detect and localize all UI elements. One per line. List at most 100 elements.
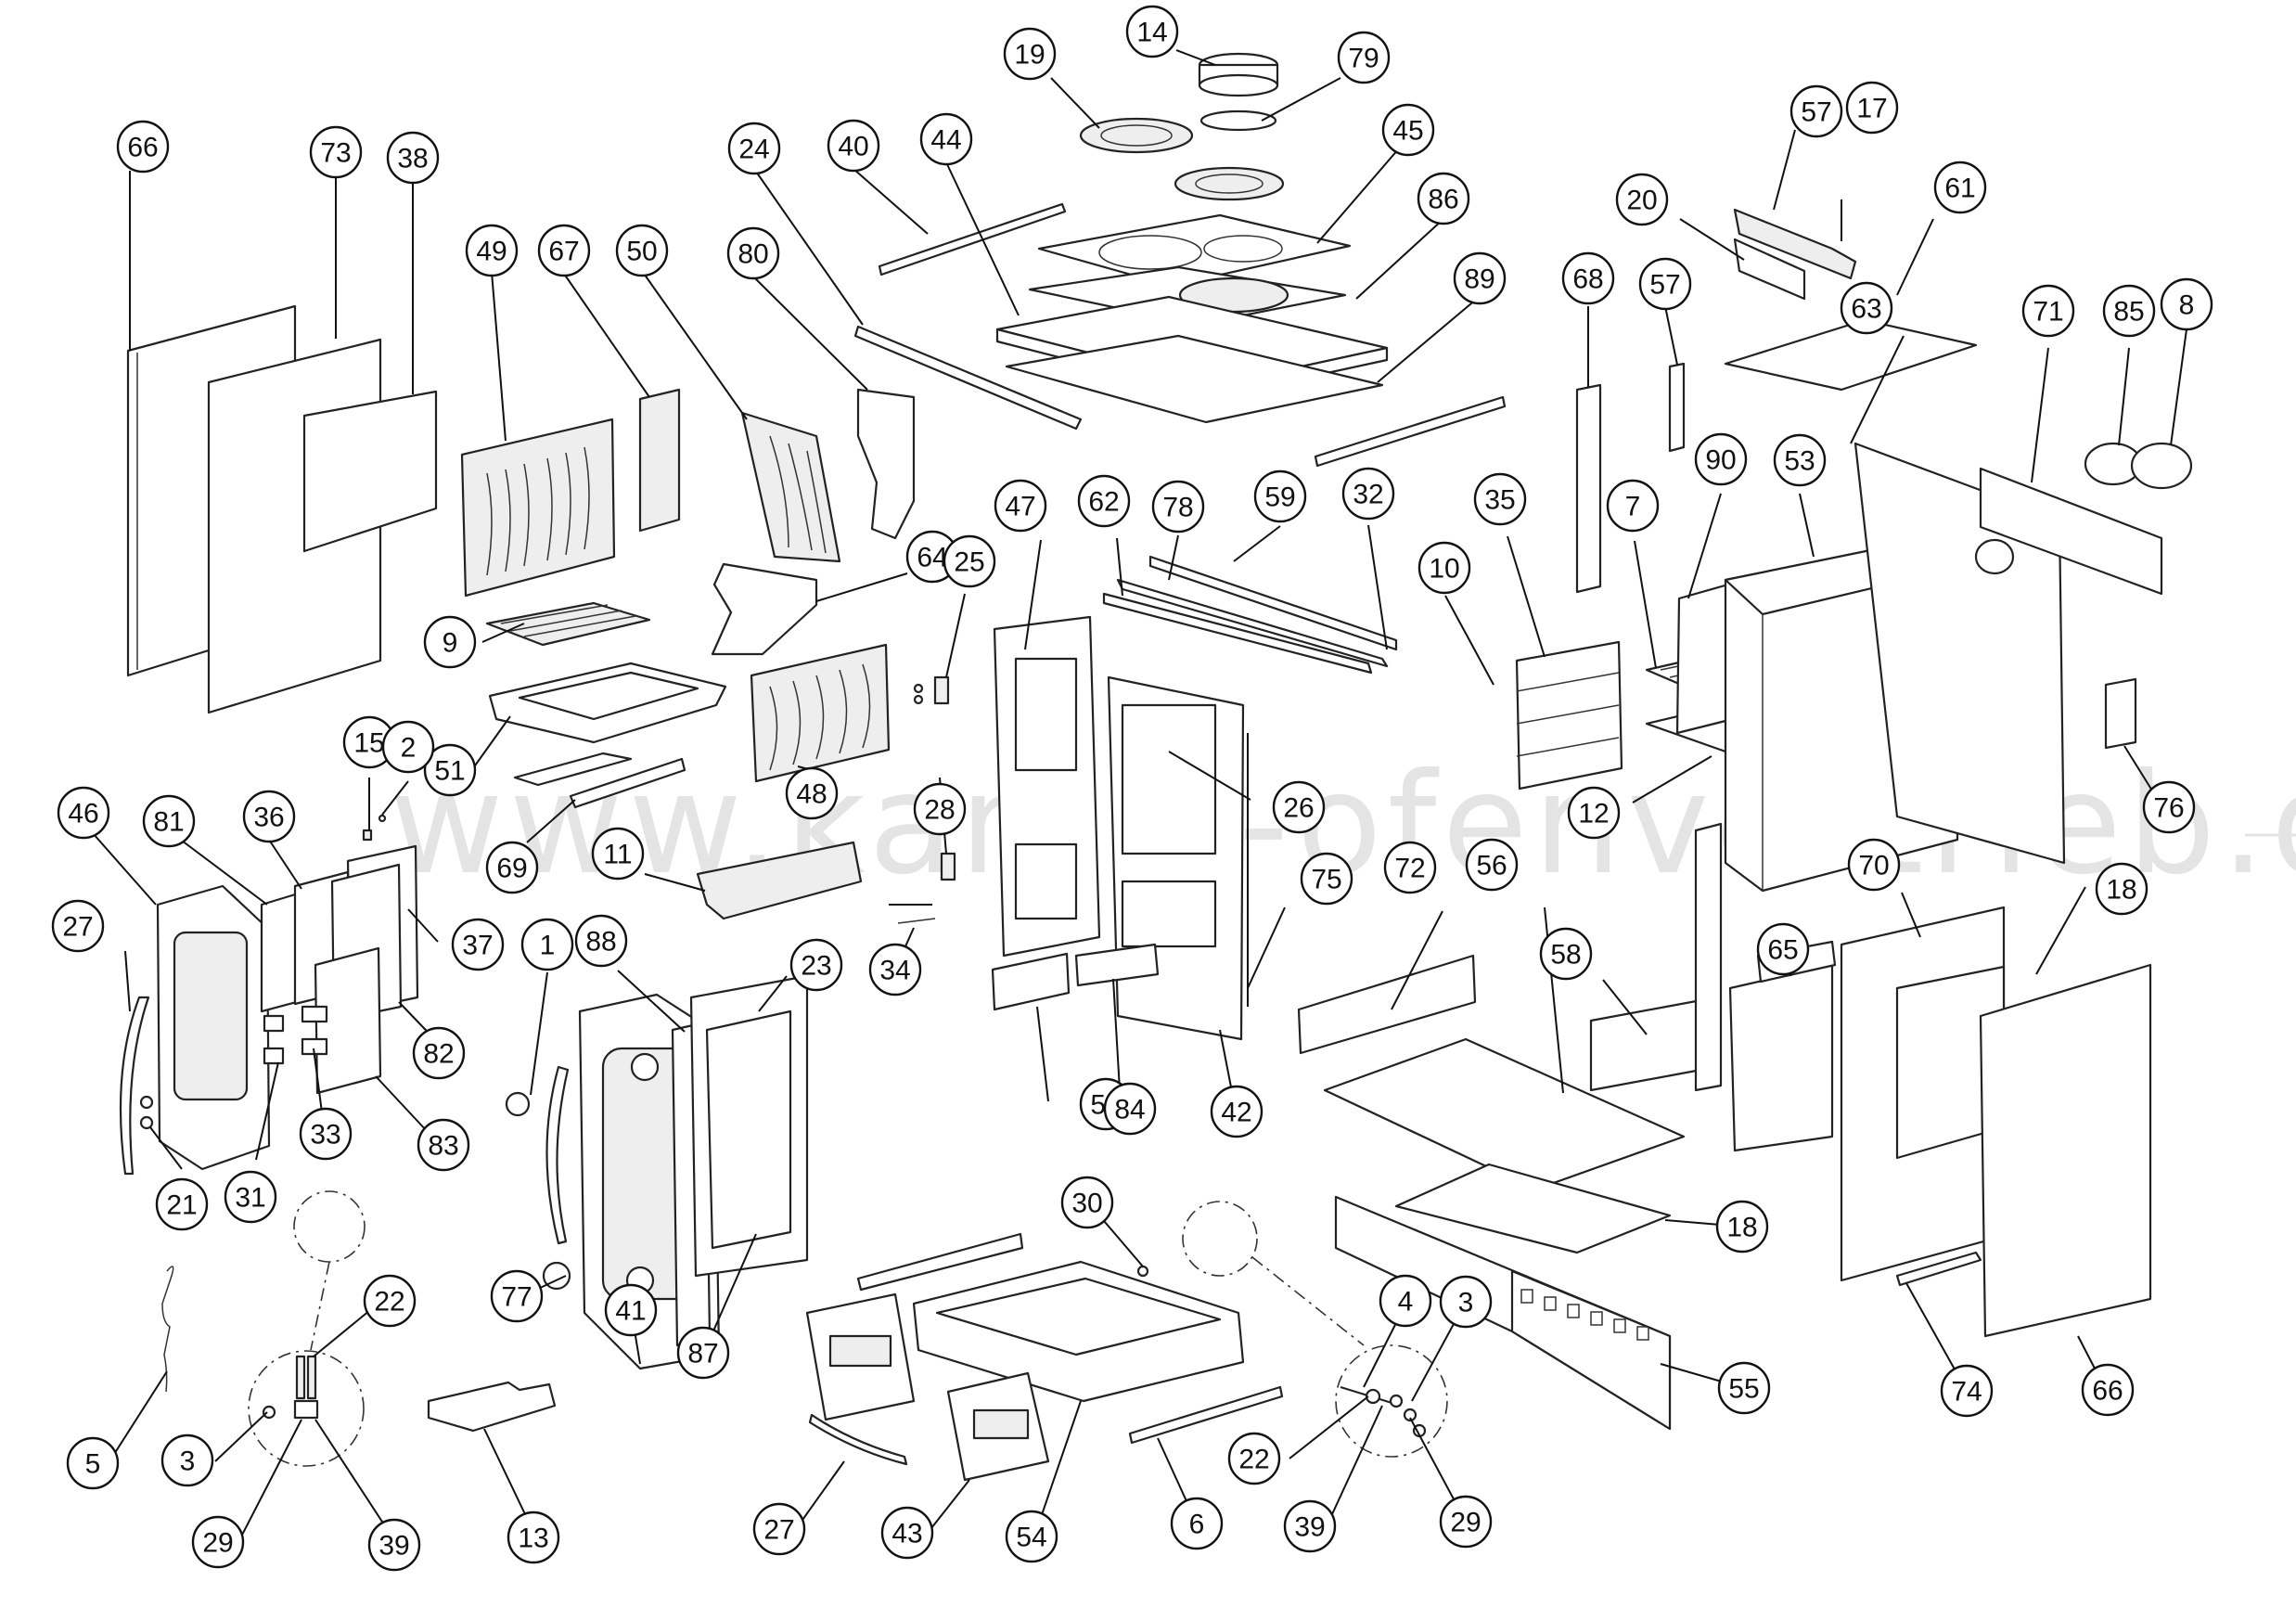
part-bracket-20 [1733,238,1806,301]
part-pin-34 [897,918,936,924]
callout-number: 37 [462,931,493,961]
callout-circle [191,1515,245,1569]
part-hinge-25 [933,675,950,705]
callout-circle [1615,173,1669,226]
callout-circle [1539,927,1593,981]
callout-circle [1227,1432,1281,1485]
part-bracket-80 [856,388,916,540]
callout-3: 3 [1439,1275,1493,1329]
callout-circle [1773,433,1827,487]
part-ring-19 [1079,117,1194,154]
callout-number: 18 [2106,875,2136,906]
callout-66: 66 [2081,1363,2135,1417]
callout-circle [1381,103,1435,157]
callout-number: 33 [310,1120,340,1151]
part-gasket-8 [2130,442,2193,490]
callout-56: 56 [1465,838,1519,892]
callout-number: 53 [1784,446,1815,477]
callout-85: 85 [2102,284,2156,338]
part-panel-65 [1728,963,1834,1152]
callout-circle [116,120,170,174]
part-strip-74 [1895,1251,1982,1287]
callout-4: 4 [1379,1274,1432,1328]
callout-circle [1465,838,1519,892]
callout-number: 54 [1016,1523,1046,1553]
callout-circle [1003,27,1057,81]
callout-30: 30 [1060,1176,1114,1229]
callout-number: 22 [1238,1445,1269,1475]
callout-circle [142,794,196,848]
callout-number: 24 [738,135,769,165]
callout-39: 39 [367,1518,421,1572]
callout-circle [1606,479,1660,533]
callout-number: 19 [1014,40,1045,71]
callout-number: 5 [85,1449,101,1480]
callout-circle [1439,1275,1493,1329]
callout-1: 1 [520,918,574,971]
callout-circle [789,938,843,992]
callout-number: 65 [1767,935,1798,966]
callout-number: 12 [1578,799,1609,829]
callout-31: 31 [224,1170,277,1224]
callout-74: 74 [1940,1364,1994,1418]
callout-number: 27 [62,912,93,943]
callout-39: 39 [1283,1499,1337,1553]
callout-circle [2095,862,2148,916]
callout-circle [155,1177,209,1231]
part-rail-upper [856,1232,1024,1292]
callout-number: 39 [1294,1512,1325,1543]
part-bracket-57 [1668,362,1686,453]
callout-27: 27 [51,899,105,953]
callout-41: 41 [604,1283,658,1337]
callout-88: 88 [574,914,628,968]
callout-57: 57 [1638,257,1692,311]
callout-number: 21 [166,1190,197,1221]
callout-circle [1561,251,1615,305]
callout-number: 82 [423,1039,454,1070]
callout-circle [880,1506,934,1560]
callout-number: 44 [930,125,961,156]
callout-18: 18 [2095,862,2148,916]
callout-45: 45 [1381,103,1435,157]
callout-32: 32 [1341,467,1395,521]
callout-number: 49 [476,237,507,267]
callout-circle [1694,432,1748,486]
part-grate-49 [460,418,616,598]
callout-number: 86 [1428,185,1458,215]
callout-number: 27 [763,1515,794,1546]
callout-number: 87 [687,1339,718,1369]
callout-circle [2102,284,2156,338]
callout-50: 50 [615,224,669,277]
callout-number: 39 [378,1531,409,1562]
part-insulation-board-left [302,390,438,553]
callout-5: 5 [66,1436,120,1490]
callout-23: 23 [789,938,843,992]
callout-circle [451,918,505,971]
callout-number: 40 [838,132,868,162]
callout-75: 75 [1300,852,1353,906]
callout-circle [1151,480,1205,534]
part-base-plate-56 [1323,1037,1686,1191]
callout-circle [1253,469,1307,523]
callout-number: 26 [1283,793,1314,824]
callout-circle [1638,257,1692,311]
callout-87: 87 [676,1326,730,1380]
callout-44: 44 [919,112,973,166]
callout-circle [1077,474,1131,528]
callout-number: 34 [879,956,910,986]
callout-circle [913,782,967,836]
part-ash-pan-inner [518,671,699,721]
callout-33: 33 [299,1107,353,1161]
callout-36: 36 [242,790,296,843]
part-strip-71 [1979,467,2163,596]
callout-number: 17 [1856,94,1887,124]
part-hinge-28 [940,852,956,881]
callout-63: 63 [1840,281,1893,335]
callout-38: 38 [386,131,440,185]
callout-47: 47 [994,479,1047,533]
callout-circle [2081,1363,2135,1417]
callout-55: 55 [1717,1361,1771,1415]
callout-67: 67 [537,224,591,277]
callout-number: 57 [1649,270,1680,301]
